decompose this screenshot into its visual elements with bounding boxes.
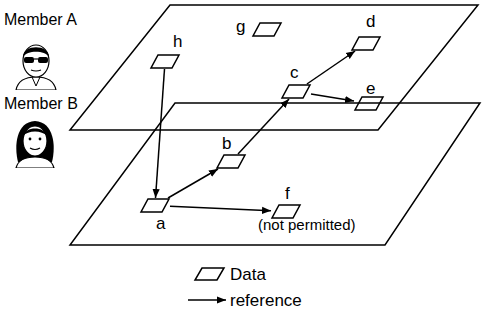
member-plane: Member A h g c d e (0, 0, 484, 135)
outline (70, 5, 478, 130)
data-parallelogram (352, 37, 380, 50)
data-item: g (253, 23, 281, 36)
member-a-face (12, 40, 60, 90)
note-label: (not permitted) (258, 217, 356, 232)
member-b-face (10, 116, 60, 168)
data-parallelogram (217, 155, 245, 168)
legend-text: Data (230, 266, 266, 283)
outline (253, 23, 281, 36)
outline (282, 85, 310, 98)
data-letter: h (173, 33, 182, 50)
outline (141, 199, 169, 212)
outline (217, 155, 245, 168)
data-item: d (352, 37, 380, 50)
reference-arrow (156, 69, 165, 198)
reference-arrow (238, 99, 289, 154)
outline (151, 55, 179, 68)
data-letter: f (285, 185, 290, 202)
data-letter: a (156, 215, 165, 232)
member-name: Member B (4, 96, 78, 112)
data-parallelogram (282, 85, 310, 98)
reference-arrow (170, 206, 271, 211)
outline (70, 103, 480, 245)
reference-arrow (168, 169, 218, 198)
data-parallelogram (253, 23, 281, 36)
data-letter: e (366, 80, 375, 97)
reference-arrow (311, 94, 354, 101)
legend-reference-sample (188, 299, 226, 301)
data-item: a (141, 199, 169, 212)
plane-outline (0, 92, 484, 252)
data-letter: c (290, 64, 299, 81)
data-parallelogram (151, 55, 179, 68)
data-letter: b (222, 135, 231, 152)
legend-data-sample (195, 268, 224, 280)
outline (352, 37, 380, 50)
legend-text: reference (230, 292, 302, 309)
member-plane: Member B b a f (0, 92, 484, 252)
reference-arrow (307, 51, 355, 84)
data-parallelogram (141, 199, 169, 212)
data-item: b (217, 155, 245, 168)
data-letter: d (366, 13, 375, 30)
data-item: h (151, 55, 179, 68)
member-name: Member A (4, 12, 77, 28)
data-item: c (282, 85, 310, 98)
data-letter: g (236, 18, 245, 35)
